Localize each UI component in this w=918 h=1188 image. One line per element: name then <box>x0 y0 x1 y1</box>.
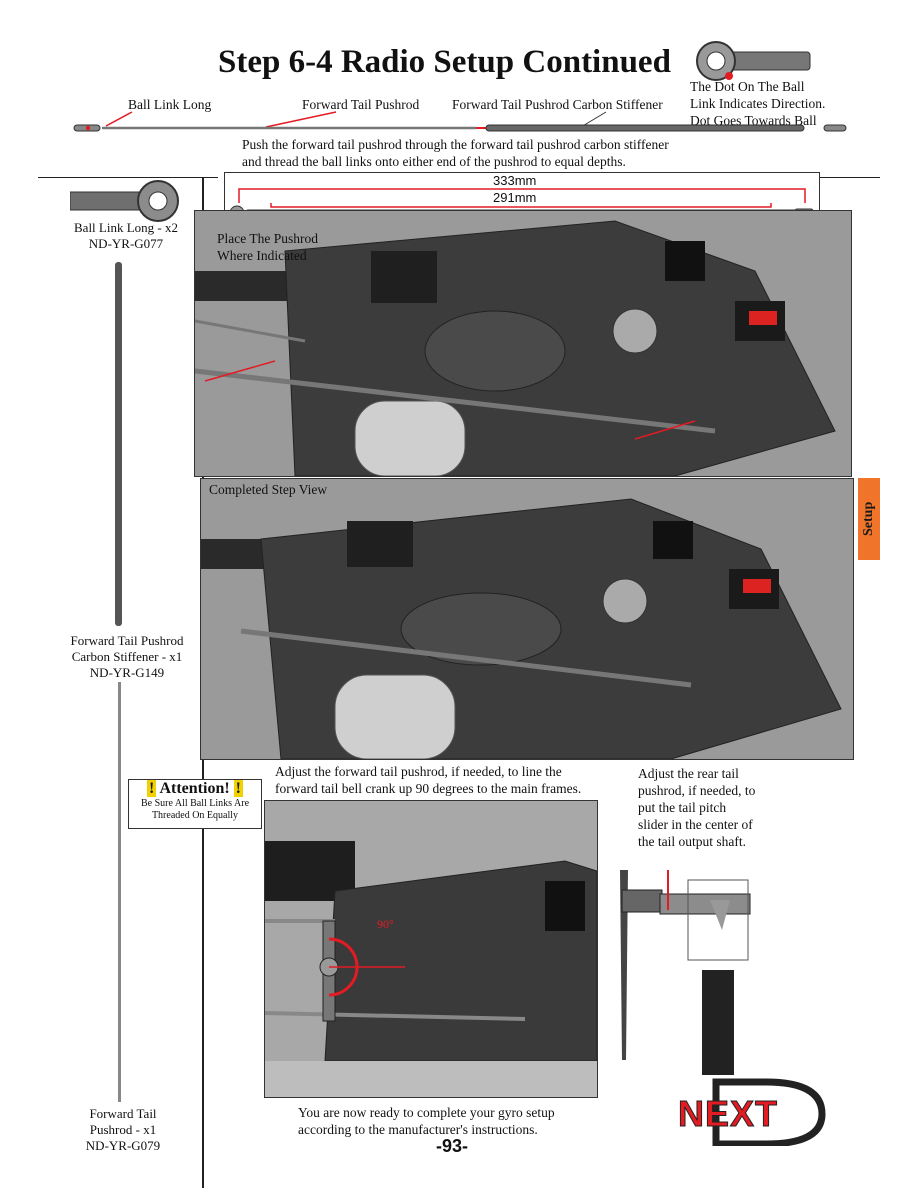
ball-link-image <box>696 41 811 81</box>
adjust-forward-text: Adjust the forward tail pushrod, if need… <box>275 764 582 796</box>
dimension-outer: 333mm <box>493 173 537 188</box>
attention-box: ! Attention! ! Be Sure All Ball Links Ar… <box>128 779 262 829</box>
footer-text: You are now ready to complete your gyro … <box>298 1105 555 1137</box>
part-carbon-stiffener: Forward Tail Pushrod Carbon Stiffener - … <box>70 633 184 680</box>
frame-illustration-1 <box>195 211 851 476</box>
page-title: Step 6-4 Radio Setup Continued <box>218 44 671 80</box>
attention-body: Be Sure All Ball Links Are Threaded On E… <box>140 798 250 821</box>
bell-crank-illustration <box>265 801 597 1097</box>
carbon-stiffener-part-image <box>115 262 122 626</box>
panel2-caption: Completed Step View <box>209 482 328 497</box>
warning-icon: ! <box>147 780 157 797</box>
panel-bell-crank: 90° <box>264 800 598 1098</box>
exploded-pushrod-diagram <box>73 111 847 132</box>
adjust-rear-text: Adjust the rear tail pushrod, if needed,… <box>638 766 756 849</box>
part-forward-pushrod: Forward Tail Pushrod - x1 ND-YR-G079 <box>85 1106 161 1153</box>
panel-completed-view: Completed Step View <box>200 478 854 760</box>
guide-line-bottom <box>202 760 204 1188</box>
part-ball-link: Ball Link Long - x2 ND-YR-G077 <box>74 220 178 251</box>
tail-assembly-illustration <box>620 870 751 1075</box>
label-ball-link-long: Ball Link Long <box>128 97 212 112</box>
pushrod-part-image <box>118 682 121 1102</box>
angle-label: 90° <box>377 917 394 931</box>
divider-left <box>38 177 218 178</box>
svg-text:NEXT: NEXT <box>678 1093 778 1134</box>
frame-illustration-2 <box>201 479 853 759</box>
page-number: -93- <box>436 1136 469 1156</box>
ball-link-part-image <box>70 180 179 222</box>
dimension-inner: 291mm <box>493 190 537 205</box>
warning-icon: ! <box>233 780 243 797</box>
label-forward-tail-pushrod: Forward Tail Pushrod <box>302 97 420 112</box>
attention-heading: ! Attention! ! <box>147 780 243 797</box>
divider-right <box>820 177 880 178</box>
intro-text: Push the forward tail pushrod through th… <box>242 137 669 169</box>
ball-direction-note: The Dot On The Ball Link Indicates Direc… <box>690 79 826 128</box>
panel1-caption: Place The Pushrod Where Indicated <box>217 231 318 263</box>
label-carbon-stiffener: Forward Tail Pushrod Carbon Stiffener <box>452 97 663 112</box>
panel-place-pushrod: Place The Pushrod Where Indicated <box>194 210 852 477</box>
next-logo: NEXT <box>678 1078 826 1146</box>
side-tab-setup: Setup <box>858 478 880 560</box>
